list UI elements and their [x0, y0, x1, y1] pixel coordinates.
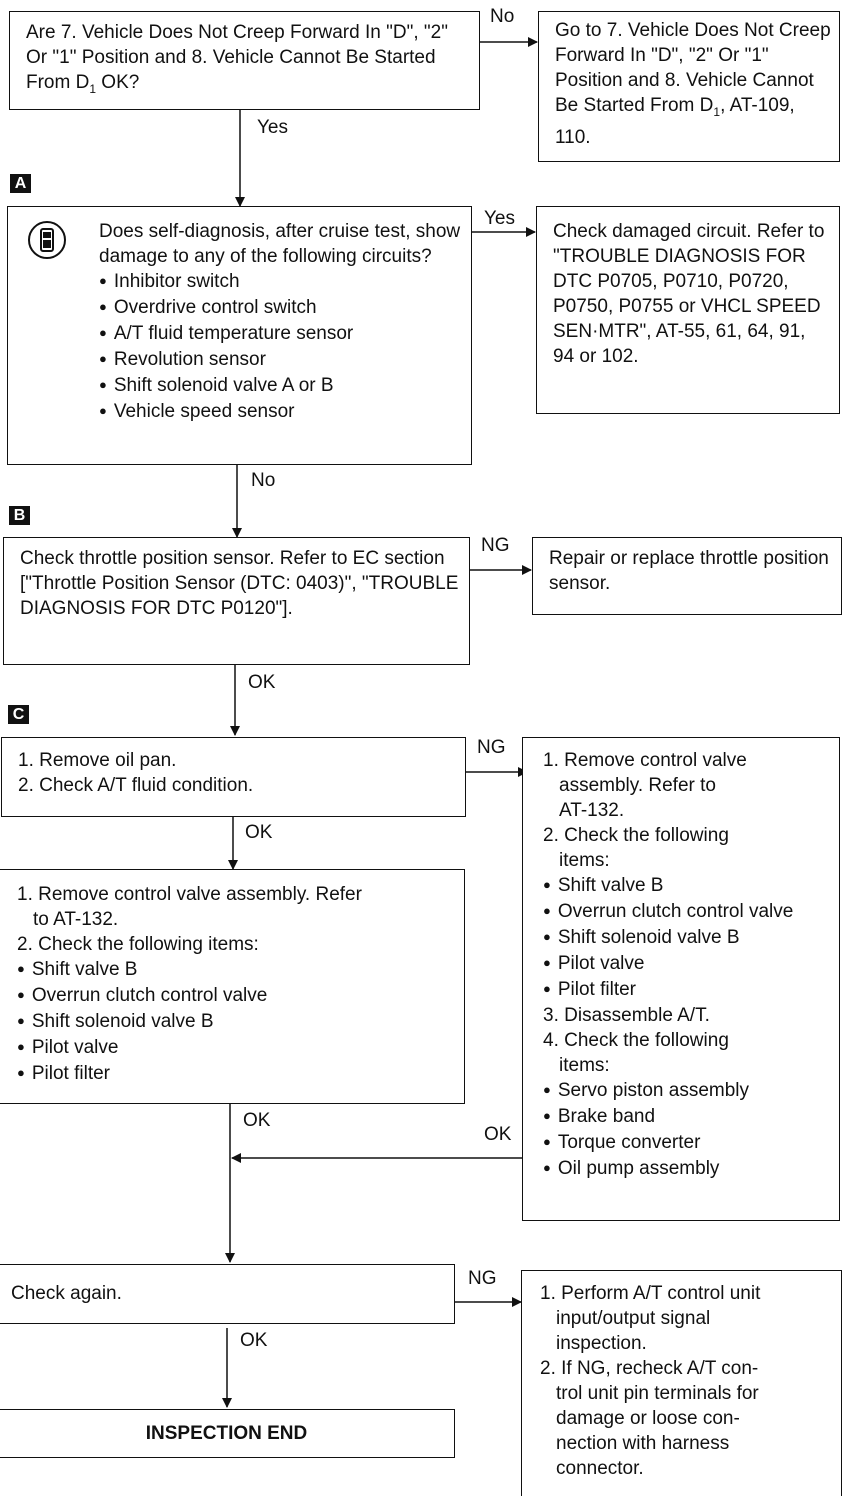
- list-item: Revolution sensor: [99, 347, 463, 373]
- result-e-box: 1. Perform A/T control unit input/output…: [521, 1270, 842, 1496]
- result-b-text: Repair or replace throttle position sens…: [549, 548, 829, 594]
- step-c-box: 1. Remove oil pan. 2. Check A/T fluid co…: [1, 737, 466, 817]
- list-item: Overrun clutch control valve: [17, 983, 456, 1009]
- list-item: Overdrive control switch: [99, 295, 463, 321]
- result-e-line: trol unit pin terminals for: [556, 1383, 759, 1404]
- list-item: Overrun clutch control valve: [543, 899, 831, 925]
- step-c-line-1: 1. Remove oil pan.: [18, 750, 177, 771]
- step-c-marker: C: [8, 705, 29, 724]
- question-1-tail: OK?: [96, 72, 140, 93]
- q1-no-label: No: [490, 6, 515, 27]
- step-d-items: Shift valve B Overrun clutch control val…: [17, 957, 456, 1087]
- result-b-box: Repair or replace throttle position sens…: [532, 537, 842, 615]
- list-item: Pilot valve: [17, 1035, 456, 1061]
- result-c-line: AT-132.: [559, 800, 625, 821]
- step-a-circuit-list: Inhibitor switch Overdrive control switc…: [99, 269, 463, 425]
- list-item: Pilot filter: [543, 977, 831, 1003]
- step-e-ok-label: OK: [240, 1330, 268, 1351]
- result-e-line: input/output signal: [556, 1308, 711, 1329]
- result-a-box: Check damaged circuit. Refer to "TROUBLE…: [536, 206, 840, 414]
- result-c-line: items:: [559, 1055, 610, 1076]
- list-item: Brake band: [543, 1104, 831, 1130]
- list-item-text: Overrun clutch control valve: [557, 901, 794, 922]
- result-e-line: 2. If NG, recheck A/T con-: [540, 1358, 759, 1379]
- result-c-items-1: Shift valve B Overrun clutch control val…: [543, 873, 831, 1003]
- step-e-ng-label: NG: [468, 1268, 497, 1289]
- result-e-line: 1. Perform A/T control unit: [540, 1283, 761, 1304]
- step-c-ok-label: OK: [245, 822, 273, 843]
- list-item: Oil pump assembly: [543, 1156, 831, 1182]
- question-1-subscript: 1: [89, 81, 97, 96]
- result-e-line: nection with harness: [556, 1433, 730, 1454]
- result-e-line: inspection.: [556, 1333, 647, 1354]
- result-c-line: 3. Disassemble A/T.: [543, 1005, 710, 1026]
- result-1-text: Go to 7. Vehicle Does Not Creep Forward …: [555, 20, 831, 116]
- step-e-box: Check again.: [0, 1264, 455, 1324]
- step-b-text: Check throttle position sensor. Refer to…: [20, 548, 459, 619]
- list-item: Shift valve B: [543, 873, 831, 899]
- step-b-marker: B: [9, 506, 30, 525]
- list-item: Shift solenoid valve B: [543, 925, 831, 951]
- q1-yes-label: Yes: [257, 117, 288, 138]
- step-b-box: Check throttle position sensor. Refer to…: [3, 537, 470, 665]
- step-a-box: Does self-diagnosis, after cruise test, …: [7, 206, 472, 465]
- step-c-line-2: 2. Check A/T fluid condition.: [18, 775, 254, 796]
- step-c-ng-label: NG: [477, 737, 506, 758]
- step-a-question: Does self-diagnosis, after cruise test, …: [99, 221, 461, 267]
- list-item: Pilot valve: [543, 951, 831, 977]
- step-d-ok-label: OK: [243, 1110, 271, 1131]
- list-item: Shift solenoid valve B: [17, 1009, 456, 1035]
- list-item: Inhibitor switch: [99, 269, 463, 295]
- step-a-marker: A: [10, 174, 31, 193]
- list-item: A/T fluid temperature sensor: [99, 321, 463, 347]
- step-e-text: Check again.: [11, 1283, 122, 1304]
- list-item: Shift valve B: [17, 957, 456, 983]
- result-1-box: Go to 7. Vehicle Does Not Creep Forward …: [538, 11, 840, 162]
- inspection-end-text: INSPECTION END: [145, 1423, 308, 1444]
- result-c-line: 2. Check the following: [543, 825, 729, 846]
- step-b-ng-label: NG: [481, 535, 510, 556]
- result-a-text: Check damaged circuit. Refer to "TROUBLE…: [553, 221, 825, 367]
- step-d-line: to AT-132.: [33, 909, 119, 930]
- step-b-ok-label: OK: [248, 672, 276, 693]
- result-c-line: 1. Remove control valve: [543, 750, 747, 771]
- step-a-yes-label: Yes: [484, 208, 515, 229]
- list-item: Pilot filter: [17, 1061, 456, 1087]
- list-item: Shift solenoid valve A or B: [99, 373, 463, 399]
- result-e-line: connector.: [556, 1458, 644, 1479]
- result-1-subscript: 1: [713, 104, 721, 119]
- result-c-box: 1. Remove control valve assembly. Refer …: [522, 737, 840, 1221]
- step-d-box: 1. Remove control valve assembly. Refer …: [0, 869, 465, 1104]
- list-item: Torque converter: [543, 1130, 831, 1156]
- question-1-text: Are 7. Vehicle Does Not Creep Forward In…: [26, 22, 448, 93]
- result-c-line: assembly. Refer to: [559, 775, 716, 796]
- result-c-line: 4. Check the following: [543, 1030, 729, 1051]
- list-item: Servo piston assembly: [543, 1078, 831, 1104]
- result-c-line: items:: [559, 850, 610, 871]
- diagnosis-tester-icon: [28, 221, 66, 259]
- inspection-end-box: INSPECTION END: [0, 1409, 455, 1458]
- result-c-items-2: Servo piston assembly Brake band Torque …: [543, 1078, 831, 1182]
- step-a-no-label: No: [251, 470, 276, 491]
- result-c-ok-label: OK: [484, 1124, 512, 1145]
- step-d-line: 1. Remove control valve assembly. Refer: [17, 884, 362, 905]
- result-e-line: damage or loose con-: [556, 1408, 740, 1429]
- list-item: Vehicle speed sensor: [99, 399, 463, 425]
- step-d-line: 2. Check the following items:: [17, 934, 259, 955]
- result-1-tail: , AT-109, 110.: [555, 95, 795, 148]
- question-1-box: Are 7. Vehicle Does Not Creep Forward In…: [9, 11, 480, 110]
